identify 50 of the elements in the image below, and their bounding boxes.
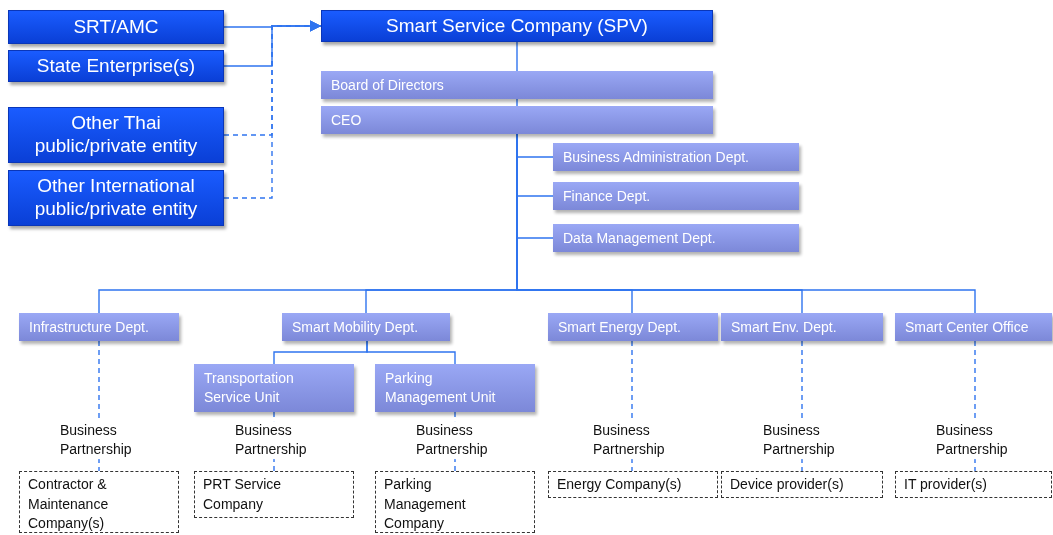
node-text: SRT/AMC [73,15,159,39]
department-box [895,313,1052,341]
department-box [553,182,799,210]
partner-box [194,471,354,518]
partner-box [19,471,179,533]
department-box [548,313,718,341]
node-text: CEO [331,110,362,130]
connector-line [516,41,518,72]
connector-line [516,98,518,107]
entity-box [8,10,224,44]
node-text: Other Thai public/private entity [33,112,199,158]
node-text: Contractor & Maintenance Company(s) [28,475,110,534]
node-text: Parking Management Company [384,475,467,534]
node-text: Data Management Dept. [563,228,716,248]
connector-line [366,340,456,365]
dashed-connector [223,20,322,199]
department-box [321,106,713,134]
node-text: Smart Center Office [905,317,1029,337]
partner-box [721,471,883,498]
department-box [19,313,179,341]
node-text: Business Administration Dept. [563,147,749,167]
department-box [375,364,535,412]
node-text: Smart Service Company (SPV) [386,14,648,38]
department-box [321,71,713,99]
entity-box [321,10,713,42]
node-text: Other International public/private entity [33,175,199,221]
entity-box [8,107,224,163]
node-text: Infrastructure Dept. [29,317,149,337]
entity-box [8,50,224,82]
node-text: Parking Management Unit [385,369,497,407]
node-text: State Enterprise(s) [36,54,196,78]
partner-box [895,471,1052,498]
department-box [553,224,799,252]
node-text: Device provider(s) [730,475,844,494]
node-text: PRT Service Company [203,475,283,514]
department-box [194,364,354,412]
department-box [282,313,450,341]
node-text: Smart Energy Dept. [558,317,681,337]
node-text: Smart Mobility Dept. [292,317,419,337]
node-text: Transportation Service Unit [204,369,295,407]
partner-box [375,471,535,533]
node-text: Smart Env. Dept. [731,317,837,337]
department-box [721,313,883,341]
entity-box [8,170,224,226]
department-box [553,143,799,171]
node-text: Finance Dept. [563,186,651,206]
node-text: IT provider(s) [904,475,987,494]
partner-box [548,471,718,498]
node-text: Energy Company(s) [557,475,682,494]
node-text: Board of Directors [331,75,444,95]
